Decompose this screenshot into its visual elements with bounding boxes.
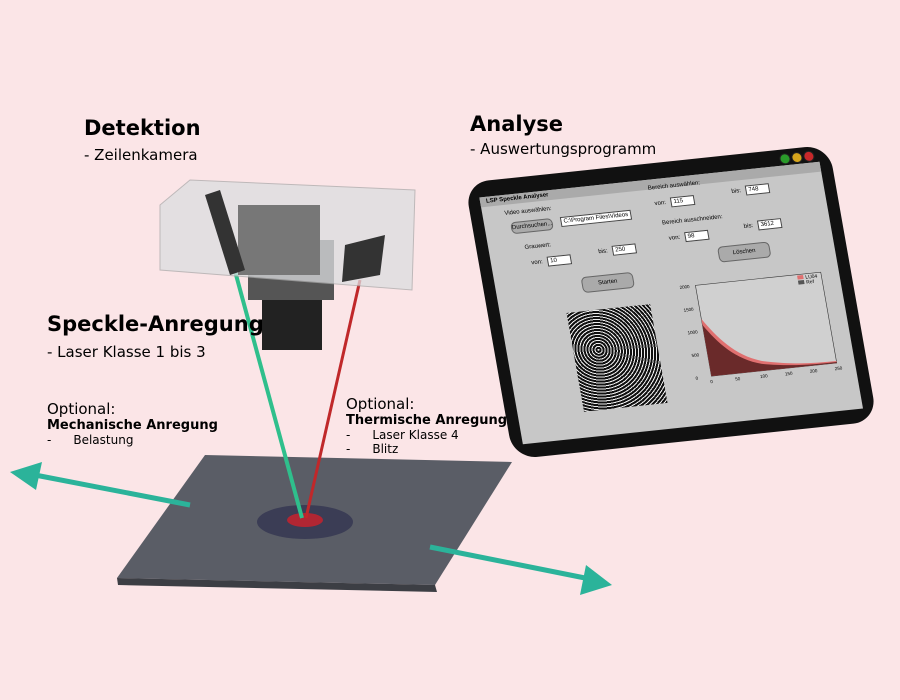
delete-button[interactable]: Löschen	[716, 241, 772, 263]
x-tick-label: 150	[785, 371, 794, 377]
ok-window-icon[interactable]	[778, 152, 792, 165]
legend-swatch-lu04	[797, 275, 804, 280]
analysis-title: Analyse	[470, 112, 564, 136]
thermal-title: Thermische Anregung	[346, 413, 508, 428]
minimize-window-icon[interactable]	[790, 151, 804, 164]
legend-lu04: LU04	[805, 274, 818, 281]
gray-from-input[interactable]: 10	[546, 254, 573, 267]
load-arrow-right	[429, 544, 612, 595]
gray-from-label: von:	[530, 259, 544, 267]
y-tick-label: 0	[695, 376, 699, 381]
gray-to-input[interactable]: 250	[611, 243, 638, 256]
histogram-series-ref	[702, 324, 837, 377]
range-select-from-label: von:	[654, 200, 667, 208]
y-tick-label: 1000	[687, 329, 698, 335]
histogram-chart: 0 500 1000 1500 2000 0 50 100 150 200 250 LU04 Ref	[679, 271, 843, 384]
range-cut-to-input[interactable]: 3612	[756, 218, 783, 231]
tablet: LSP Speckle Analyser Video auswählen: Du…	[464, 144, 878, 460]
x-tick-label: 0	[710, 379, 714, 384]
app-window: LSP Speckle Analyser Video auswählen: Du…	[479, 161, 863, 445]
list-item: Blitz	[372, 442, 399, 456]
y-tick-label: 1500	[683, 307, 694, 313]
legend-ref: Ref	[806, 279, 815, 286]
range-select-to-label: bis:	[731, 188, 742, 196]
line-camera	[159, 179, 416, 350]
detection-subtitle: - Zeilenkamera	[84, 146, 198, 164]
load-arrow-left	[10, 462, 191, 508]
detection-title: Detektion	[84, 116, 201, 140]
mechanical-title: Mechanische Anregung	[47, 418, 218, 433]
thermal-excitation: Optional: Thermische Anregung - Laser Kla…	[346, 395, 507, 456]
x-tick-label: 50	[735, 376, 741, 382]
optional-label: Optional:	[47, 400, 116, 418]
optional-label: Optional:	[346, 395, 415, 413]
gray-to-label: bis:	[597, 248, 609, 256]
laser-beam-red	[304, 279, 362, 519]
bullet: -	[47, 433, 52, 447]
bullet: -	[346, 442, 351, 456]
gray-label: Grauwert:	[524, 242, 552, 251]
video-label: Video auswählen:	[504, 206, 553, 217]
speckle-subtitle: - Laser Klasse 1 bis 3	[47, 343, 206, 361]
y-tick-label: 2000	[679, 284, 690, 290]
specimen-plate	[117, 455, 512, 592]
speckle-image	[566, 304, 668, 412]
bullet: -	[346, 428, 351, 442]
range-cut-from-label: von:	[668, 234, 681, 242]
range-cut-to-label: bis:	[743, 223, 754, 230]
range-cut-from-input[interactable]: 98	[684, 229, 710, 243]
list-item: Laser Klasse 4	[372, 428, 459, 442]
range-select-from-input[interactable]: 115	[669, 195, 696, 208]
list-item: Belastung	[73, 433, 134, 447]
legend-swatch-ref	[797, 279, 805, 285]
analysis-subtitle: - Auswertungsprogramm	[470, 140, 657, 158]
mechanical-excitation: Optional: Mechanische Anregung - Belastun…	[47, 400, 218, 447]
x-tick-label: 100	[760, 373, 769, 379]
y-tick-label: 500	[691, 352, 700, 358]
range-select-to-input[interactable]: 748	[744, 183, 771, 196]
speckle-title: Speckle-Anregung	[47, 312, 264, 336]
laser-beam-green	[230, 259, 304, 519]
browse-button[interactable]: Durchsuchen...	[510, 217, 554, 235]
close-window-icon[interactable]	[802, 150, 816, 163]
x-tick-label: 200	[809, 368, 818, 374]
path-input[interactable]: C:\Program Files\Videos	[559, 209, 633, 228]
start-button[interactable]: Starten	[580, 271, 636, 294]
x-tick-label: 250	[834, 365, 843, 371]
range-cut-label: Bereich ausschneiden:	[661, 214, 724, 227]
